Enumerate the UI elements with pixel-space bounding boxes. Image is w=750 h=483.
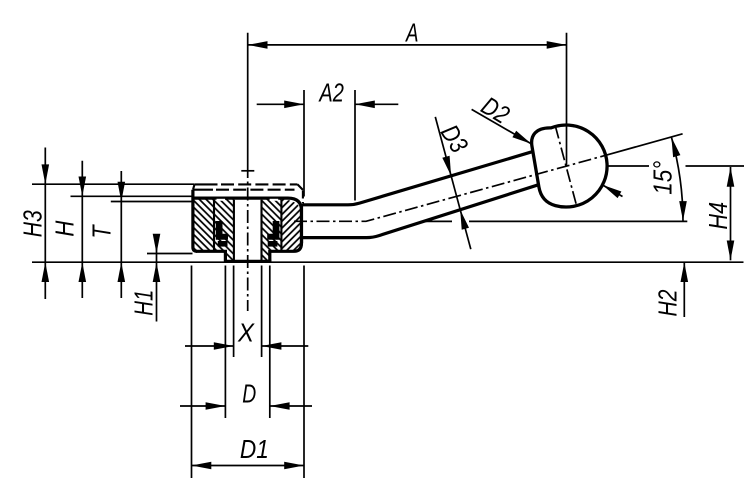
svg-text:H2: H2: [655, 290, 683, 317]
svg-text:H1: H1: [131, 290, 159, 316]
svg-text:H: H: [52, 220, 80, 237]
svg-text:A2: A2: [318, 79, 344, 107]
svg-text:T: T: [89, 223, 117, 238]
svg-text:D: D: [242, 380, 256, 408]
svg-text:15°: 15°: [650, 161, 678, 195]
svg-text:X: X: [237, 320, 255, 348]
svg-text:D1: D1: [240, 436, 269, 464]
svg-text:A: A: [405, 20, 419, 48]
svg-text:H3: H3: [20, 210, 48, 237]
svg-text:H4: H4: [705, 202, 733, 230]
